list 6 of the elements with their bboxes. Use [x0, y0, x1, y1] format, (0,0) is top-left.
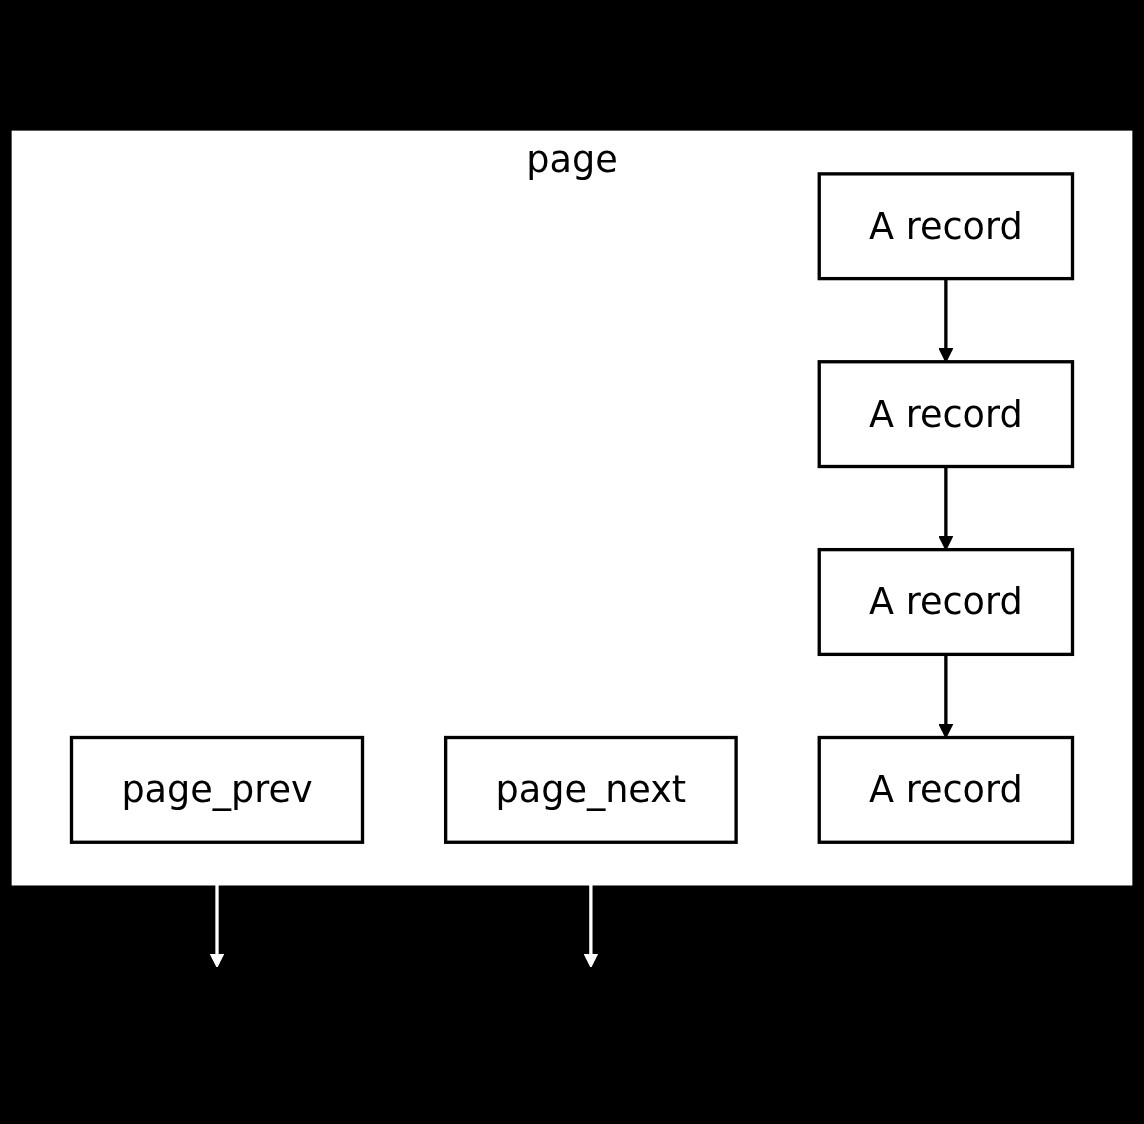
- node-box: page_prev: [69, 735, 365, 844]
- node-box: page_next: [444, 735, 738, 844]
- node-box: A record: [817, 735, 1075, 844]
- node-box: A record: [817, 359, 1075, 469]
- node-box: A record: [817, 547, 1075, 656]
- node-box: A record: [817, 172, 1075, 281]
